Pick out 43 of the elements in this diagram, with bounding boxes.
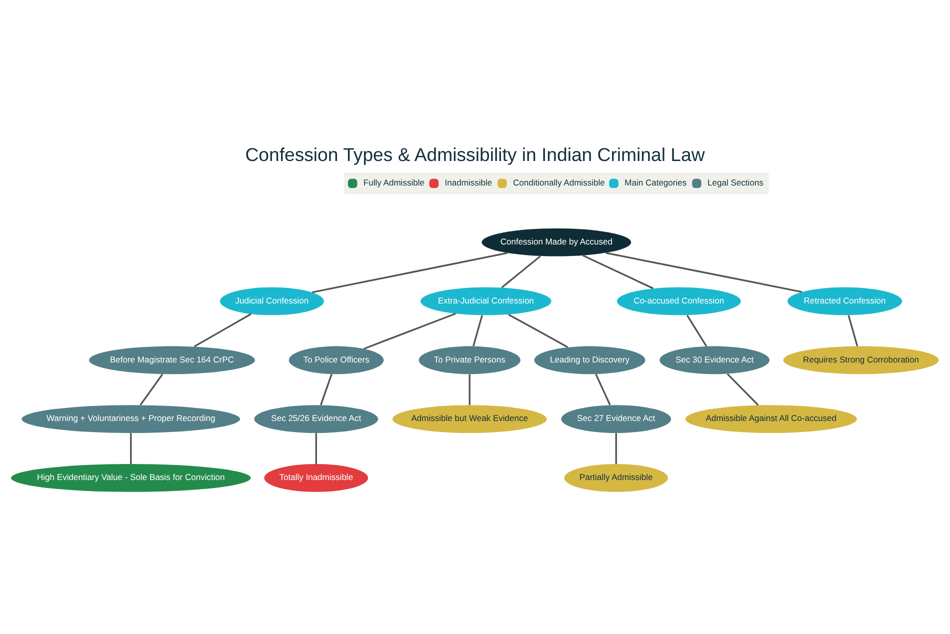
node-ellipse: Sec 25/26 Evidence Act bbox=[254, 404, 378, 432]
legend-label: Legal Sections bbox=[708, 177, 764, 188]
node-ellipse: Retracted Confession bbox=[787, 286, 902, 315]
connector bbox=[582, 254, 654, 289]
connector bbox=[686, 314, 708, 346]
node-ellipse: Requires Strong Corroboration bbox=[783, 346, 939, 374]
connector bbox=[468, 374, 470, 405]
node-ellipse: Admissible but Weak Evidence bbox=[392, 404, 547, 432]
connector bbox=[364, 312, 456, 350]
connector bbox=[615, 432, 617, 464]
node-ellipse: Sec 27 Evidence Act bbox=[561, 404, 672, 432]
connector bbox=[472, 314, 483, 346]
node-ellipse: Co-accused Confession bbox=[616, 286, 741, 315]
node-ellipse: To Police Officers bbox=[288, 346, 384, 374]
connector bbox=[726, 372, 759, 406]
node-ellipse: Judicial Confession bbox=[220, 286, 324, 315]
node-ellipse: Extra-Judicial Confession bbox=[420, 286, 552, 315]
node-ellipse: Before Magistrate Sec 164 CrPC bbox=[88, 346, 255, 374]
legend-label: Fully Admissible bbox=[363, 177, 424, 188]
connector bbox=[595, 373, 611, 405]
connector bbox=[140, 373, 164, 406]
node-ellipse: High Evidentiary Value - Sole Basis for Conviction bbox=[11, 464, 251, 492]
connector bbox=[194, 312, 252, 347]
connector bbox=[320, 373, 332, 405]
node-ellipse: Admissible Against All Co-accused bbox=[685, 404, 857, 432]
node-ellipse: To Private Persons bbox=[418, 346, 520, 374]
diagram-title: Confession Types & Admissibility in Indian Criminal Law bbox=[245, 144, 705, 165]
connector bbox=[848, 314, 858, 346]
node-ellipse: Warning + Voluntariness + Proper Recording bbox=[22, 404, 240, 432]
legend-label: Main Categories bbox=[624, 177, 687, 188]
node-ellipse: Leading to Discovery bbox=[534, 346, 646, 374]
connector bbox=[312, 252, 508, 293]
legend-label: Inadmissible bbox=[444, 177, 492, 188]
connector bbox=[501, 254, 541, 288]
node-ellipse: Confession Made by Accused bbox=[482, 228, 632, 256]
connector bbox=[315, 432, 317, 464]
node-ellipse: Partially Admissible bbox=[564, 464, 668, 492]
connector bbox=[606, 252, 802, 292]
node-ellipse: Sec 30 Evidence Act bbox=[660, 346, 770, 374]
node-ellipse: Totally Inadmissible bbox=[264, 464, 368, 492]
connector bbox=[130, 432, 132, 464]
legend-label: Conditionally Admissible bbox=[513, 177, 605, 188]
connector bbox=[508, 313, 568, 348]
